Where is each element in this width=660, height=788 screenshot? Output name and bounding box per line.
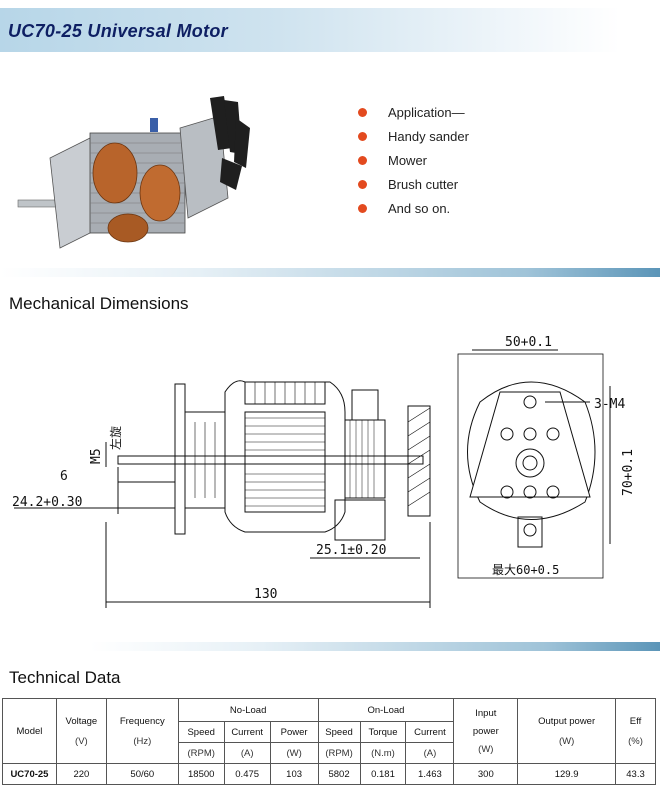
col-ol-current: Current: [405, 721, 455, 743]
cell-output-power: 129.9: [517, 763, 616, 785]
col-voltage: Voltage(V): [55, 698, 107, 764]
unit-nl-speed: (RPM): [177, 742, 225, 764]
bullet-icon: [358, 107, 367, 117]
col-output-power: Output power(W): [517, 698, 616, 764]
cell-frequency: 50/60: [105, 763, 179, 785]
list-item: Mower: [358, 148, 469, 172]
dim-holes: 3-M4: [594, 397, 625, 412]
dim-shaft-length: 24.2+0.30: [12, 495, 82, 510]
cell-voltage: 220: [55, 763, 107, 785]
list-item: And so on.: [358, 196, 469, 220]
dim-left-turn: 左旋: [108, 426, 123, 450]
section-divider: [90, 642, 660, 651]
dim-top-width: 50+0.1: [505, 335, 552, 350]
mechanical-dimensions-title: Mechanical Dimensions: [9, 294, 189, 313]
technical-data-table: Model Voltage(V) Frequency(Hz) No-Load O…: [2, 698, 656, 785]
col-nl-power: Power: [269, 721, 319, 743]
group-no-load: No-Load: [177, 698, 319, 722]
title-banner: [0, 8, 620, 52]
cell-nl-current: 0.475: [223, 763, 271, 785]
table-row: UC70-25 220 50/60 18500 0.475 103 5802 0…: [2, 763, 656, 785]
unit-ol-current: (A): [405, 742, 455, 764]
cell-nl-speed: 18500: [177, 763, 225, 785]
dim-max-width: 最大60+0.5: [492, 563, 559, 577]
dim-height: 70+0.1: [621, 449, 636, 496]
unit-ol-torque: (N.m): [359, 742, 407, 764]
technical-data-title: Technical Data: [9, 668, 121, 687]
col-ol-speed: Speed: [317, 721, 361, 743]
bullet-icon: [358, 203, 367, 213]
dim-m5: M5: [89, 448, 104, 464]
group-on-load: On-Load: [317, 698, 455, 722]
dim-6: 6: [60, 469, 68, 484]
cell-ol-torque: 0.181: [359, 763, 407, 785]
dim-total-length: 130: [254, 587, 277, 602]
cell-nl-power: 103: [269, 763, 319, 785]
application-list: Application— Handy sander Mower Brush cu…: [358, 100, 469, 220]
dim-body: 25.1±0.20: [316, 543, 386, 558]
motor-photo: [17, 96, 250, 249]
cell-ol-current: 1.463: [405, 763, 455, 785]
cell-input-power: 300: [453, 763, 519, 785]
list-item: Handy sander: [358, 124, 469, 148]
cell-model: UC70-25: [2, 763, 57, 785]
mechanical-drawing: M5 左旋 6 24.2+0.30 25.1±0.20 130 50+0.1 3…: [12, 335, 636, 608]
page-title: UC70-25 Universal Motor: [8, 21, 228, 41]
bullet-icon: [358, 131, 367, 141]
unit-nl-current: (A): [223, 742, 271, 764]
col-frequency: Frequency(Hz): [105, 698, 179, 764]
cell-eff: 43.3: [615, 763, 656, 785]
col-ol-torque: Torque: [359, 721, 407, 743]
list-item: Brush cutter: [358, 172, 469, 196]
col-nl-current: Current: [223, 721, 271, 743]
col-eff: Eff(%): [615, 698, 656, 764]
cell-ol-speed: 5802: [317, 763, 361, 785]
col-nl-speed: Speed: [177, 721, 225, 743]
bullet-icon: [358, 179, 367, 189]
section-divider: [0, 268, 660, 277]
unit-ol-speed: (RPM): [317, 742, 361, 764]
bullet-icon: [358, 155, 367, 165]
col-model: Model: [2, 698, 57, 764]
list-item: Application—: [358, 100, 469, 124]
unit-nl-power: (W): [269, 742, 319, 764]
